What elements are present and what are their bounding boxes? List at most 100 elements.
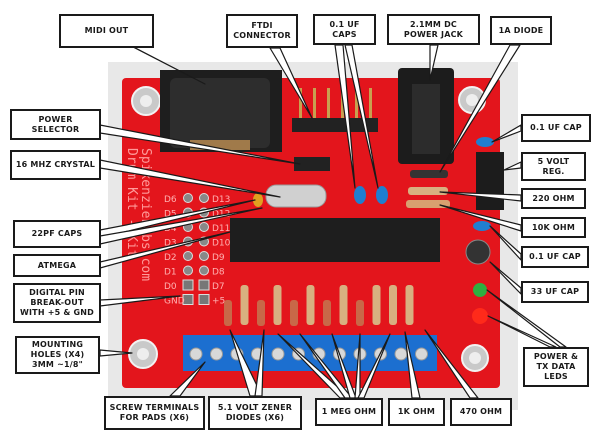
- zener-diode: [356, 300, 364, 326]
- pin-label-left: D4: [164, 224, 177, 234]
- callout-crystal-16mhz: 16 MHZ CRYSTAL: [10, 150, 101, 180]
- zener-diode: [323, 300, 331, 326]
- cap-c7: [473, 221, 491, 231]
- callout-pointer: [269, 47, 313, 119]
- resistor: [405, 285, 414, 325]
- callout-mounting-holes: MOUNTING HOLES (X4) 3MM ~1/8": [15, 336, 100, 374]
- callout-caps-0-1uf: 0.1 UF CAPS: [313, 14, 376, 45]
- resistor-10k: [406, 200, 450, 208]
- atmega-chip: [230, 218, 440, 262]
- pin-label-left: D0: [164, 282, 177, 292]
- resistor: [240, 285, 249, 325]
- pin-label-left: D3: [164, 239, 177, 249]
- pin-label-right: +5: [212, 297, 225, 307]
- callout-digital-pin-breakout: DIGITAL PIN BREAK-OUT WITH +5 & GND: [13, 283, 101, 323]
- silk-brand: SpikenzieLabs.com: [138, 148, 153, 281]
- resistor-diode-row: [224, 285, 414, 326]
- power-led: [472, 308, 488, 324]
- callout-resistor-220: 220 OHM: [521, 188, 586, 209]
- callout-diode-1a: 1A DIODE: [490, 16, 552, 45]
- callout-power-tx-leds: POWER & TX DATA LEDS: [523, 347, 589, 387]
- pin-label-right: D8: [212, 268, 225, 278]
- pin-label-left: D5: [164, 210, 177, 220]
- pin-pad: [199, 265, 209, 276]
- pin-label-right: D10: [212, 239, 231, 249]
- ftdi-header: [292, 88, 378, 132]
- pin-breakout: D6D13D5D12D4D11D3D10D2D9D1D8D0D7GND+5: [164, 193, 231, 307]
- callout-ftdi-connector: FTDI CONNECTOR: [226, 14, 298, 48]
- screw: [415, 347, 428, 361]
- pin-label-right: D13: [212, 195, 230, 205]
- pin-pad: [183, 193, 193, 203]
- resistor: [306, 285, 315, 325]
- resistor: [372, 285, 381, 325]
- callout-pointers: [99, 39, 567, 399]
- callout-pointer: [429, 44, 439, 81]
- callout-resistor-10k: 10K OHM: [521, 217, 586, 238]
- zener-diode: [224, 300, 232, 326]
- cap-c6: [476, 137, 494, 147]
- pin-label-right: D9: [212, 253, 225, 263]
- callout-power-selector: POWER SELECTOR: [10, 109, 101, 140]
- cap-33uf: [465, 239, 491, 265]
- dc-power-jack: [398, 68, 454, 164]
- pin-label-right: D11: [212, 224, 230, 234]
- pin-pad: [182, 294, 194, 305]
- pin-label-left: D1: [164, 268, 177, 278]
- tx-led: [473, 283, 487, 297]
- callout-pointer: [99, 349, 133, 357]
- power-selector-jumper: [294, 157, 330, 171]
- pin-pad: [198, 279, 210, 291]
- callout-regulator-5v: 5 VOLT REG.: [521, 152, 586, 181]
- callout-cap-0-1uf-c6: 0.1 UF CAP: [521, 114, 591, 142]
- pin-pad: [183, 251, 193, 261]
- callout-screw-terminals: SCREW TERMINALS FOR PADS (X6): [104, 396, 205, 430]
- pin-label-left: D2: [164, 253, 177, 263]
- callout-caps-22pf: 22PF CAPS: [13, 220, 101, 248]
- callout-cap-33uf: 33 UF CAP: [521, 281, 589, 303]
- mounting-hole-top-left: [131, 86, 161, 116]
- pin-pad: [199, 222, 209, 232]
- pin-label-left: GND: [164, 297, 185, 307]
- callout-zener-diodes: 5.1 VOLT ZENER DIODES (X6): [208, 396, 302, 430]
- callout-midi-out: MIDI OUT: [59, 14, 154, 48]
- zener-diode: [290, 300, 298, 326]
- diode-1a: [410, 170, 448, 178]
- callout-dc-power-jack: 2.1MM DC POWER JACK: [387, 14, 480, 45]
- zener-diode: [257, 300, 265, 326]
- mounting-hole-bottom-right: [461, 344, 489, 372]
- callout-pointer: [439, 44, 521, 173]
- pin-pad: [183, 265, 193, 276]
- pin-pad: [199, 251, 209, 261]
- pin-pad: [182, 279, 194, 291]
- callout-resistor-1meg: 1 MEG OHM: [315, 398, 383, 426]
- resistor-220: [408, 187, 448, 195]
- pin-pad: [199, 193, 209, 203]
- resistor: [389, 285, 397, 325]
- callout-resistor-1k: 1K OHM: [388, 398, 445, 426]
- pin-label-right: D7: [212, 282, 225, 292]
- cap-c3: [354, 186, 366, 204]
- crystal: [265, 184, 327, 208]
- resistor: [273, 285, 282, 325]
- pin-pad: [198, 294, 210, 305]
- screw: [271, 347, 285, 361]
- mounting-hole-bottom-left: [128, 339, 158, 369]
- cap-c4: [376, 186, 388, 204]
- callout-atmega: ATMEGA: [13, 254, 101, 277]
- callout-resistor-470: 470 OHM: [450, 398, 512, 426]
- midi-jack: [160, 70, 282, 152]
- callout-pointer: [344, 44, 379, 189]
- cap-22pf: [253, 193, 263, 207]
- voltage-regulator: [476, 152, 504, 210]
- pin-label-left: D6: [164, 195, 177, 205]
- resistor: [339, 285, 348, 325]
- screw: [394, 347, 408, 361]
- screw: [189, 347, 203, 361]
- callout-cap-0-1uf-c7: 0.1 UF CAP: [521, 246, 589, 268]
- silk-kit: Drum Kit - Kit: [124, 148, 139, 258]
- callout-pointer: [334, 44, 356, 189]
- screw: [210, 347, 223, 361]
